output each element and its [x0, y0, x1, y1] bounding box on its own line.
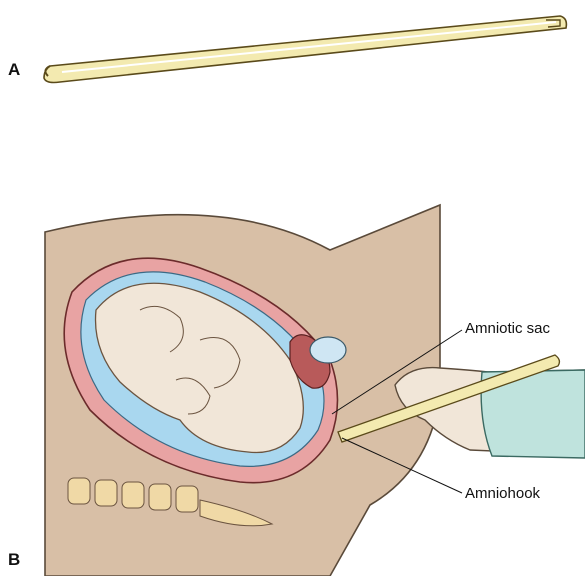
panel-b-label: B	[8, 550, 20, 570]
amniotic-sac-label: Amniotic sac	[465, 320, 550, 337]
amniohook-label: Amniohook	[465, 485, 540, 502]
panel-a-label: A	[8, 60, 20, 80]
amniohook-instrument	[44, 16, 566, 83]
